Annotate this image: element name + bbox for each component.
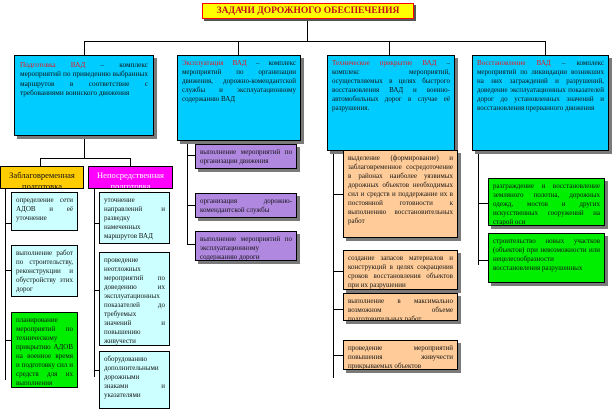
category-text: – комплекс мероприятий по приведению выб… xyxy=(20,60,148,97)
category-head: Техническое прикрытие ВАД xyxy=(332,59,437,67)
category-preparation: Подготовка ВАД – комплекс мероприятий по… xyxy=(14,55,154,136)
cover-item: проведение мероприятий повышения живучес… xyxy=(343,340,458,370)
immediate-item: проведение неотложных мероприятий по дов… xyxy=(99,252,170,346)
category-head: Эксплуатация ВАД xyxy=(182,59,247,67)
restoration-item: строительство новых участков (объектов) … xyxy=(488,233,605,283)
category-technical-cover: Техническое прикрытие ВАД – комплекс мер… xyxy=(327,55,455,151)
category-head: Восстановление ВАД xyxy=(477,59,551,67)
category-text: – комплекс мероприятий по организации дв… xyxy=(182,59,296,103)
immediate-preparation-header: Непосредственная подготовка xyxy=(88,166,173,189)
exploitation-item: организация дорожно-комендантской службы xyxy=(195,193,297,218)
immediate-item: уточнение направлений и разведку намечен… xyxy=(99,192,170,244)
advance-item: выполнение работ по строительству, рекон… xyxy=(11,245,78,297)
cover-item: выполнение в максимально возможном объем… xyxy=(343,293,458,321)
immediate-item: оборудованию дополнительными дорожными з… xyxy=(99,351,170,409)
diagram-title: ЗАДАЧИ ДОРОЖНОГО ОБЕСПЕЧЕНИЯ xyxy=(202,3,414,19)
restoration-item: разграждение и восстановление земляного … xyxy=(488,178,605,226)
category-text: – комплекс мероприятий по ликвидации воз… xyxy=(477,59,604,112)
advance-preparation-header: Заблаговременная подготовка xyxy=(0,166,84,189)
category-head: Подготовка ВАД xyxy=(20,60,86,69)
exploitation-item: выполнение мероприятий по организации дв… xyxy=(195,144,297,169)
category-exploitation: Эксплуатация ВАД – комплекс мероприятий … xyxy=(177,55,301,141)
cover-item: создание запасов материалов и конструкци… xyxy=(343,250,458,290)
category-restoration: Восстановление ВАД – комплекс мероприяти… xyxy=(472,55,609,151)
advance-item: определение сети АДОВ и её уточнение xyxy=(11,192,78,231)
category-text: – комплекс мероприятий, осуществляемых в… xyxy=(332,59,450,112)
advance-item: планирование мероприятий по техническому… xyxy=(11,312,78,388)
cover-item: выделение (формирование) и заблаговремен… xyxy=(343,150,458,238)
exploitation-item: выполнение мероприятий по эксплуатационн… xyxy=(195,231,297,261)
